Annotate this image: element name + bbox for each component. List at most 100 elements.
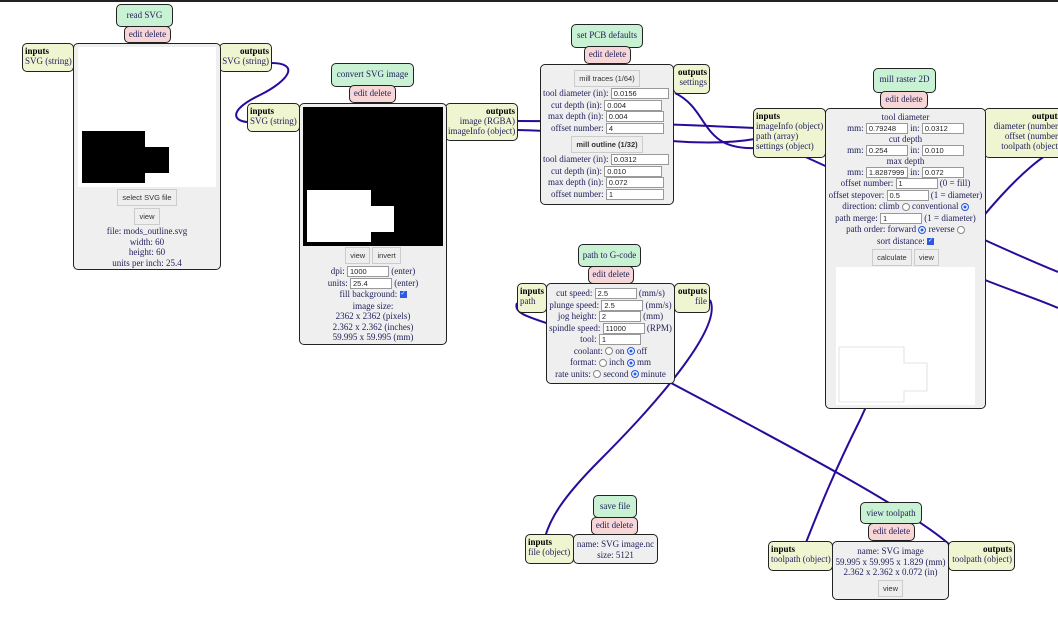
field-label: max depth (in): bbox=[548, 177, 604, 187]
module-title-read-svg[interactable]: read SVG bbox=[116, 4, 173, 27]
module-title-mill-raster[interactable]: mill raster 2D bbox=[873, 68, 936, 93]
calculate-button[interactable]: calculate bbox=[872, 249, 912, 266]
rate-units-label: rate units: bbox=[555, 368, 591, 379]
edit-delete-button[interactable]: edit delete bbox=[349, 85, 396, 103]
preview-shape bbox=[307, 190, 371, 242]
outline-tool-diameter-input[interactable]: 0.0312 bbox=[610, 154, 669, 166]
traces-cut-depth-input[interactable]: 0.004 bbox=[604, 99, 663, 111]
dpi-input[interactable]: 1000 bbox=[347, 266, 390, 278]
view-button[interactable]: view bbox=[134, 208, 160, 225]
module-title-gcode[interactable]: path to G-code bbox=[578, 244, 641, 267]
output-port[interactable]: offset (number) bbox=[1004, 131, 1058, 141]
tool-diameter-mm-input[interactable]: 0.79248 bbox=[865, 122, 908, 134]
view-button[interactable]: view bbox=[345, 247, 371, 264]
input-port[interactable]: path bbox=[520, 296, 536, 306]
select-svg-file-button[interactable]: select SVG file bbox=[117, 189, 177, 206]
rate-minute-radio[interactable] bbox=[630, 370, 639, 379]
edit-delete-button[interactable]: edit delete bbox=[591, 517, 638, 535]
outline-offset-number-input[interactable]: 1 bbox=[605, 188, 664, 200]
spindle-speed-input[interactable]: 11000 bbox=[602, 322, 645, 334]
outline-cut-depth-input[interactable]: 0.010 bbox=[604, 165, 663, 177]
module-title-save-file[interactable]: save file bbox=[593, 495, 637, 518]
forward-radio[interactable] bbox=[918, 225, 927, 234]
edit-delete-button[interactable]: edit delete bbox=[584, 46, 631, 64]
mill-raster-outputs[interactable]: outputsdiameter (number)offset (number)t… bbox=[984, 108, 1058, 158]
view-button[interactable]: view bbox=[913, 249, 939, 266]
coolant-on-radio[interactable] bbox=[605, 347, 614, 356]
module-title-pcb-defaults[interactable]: set PCB defaults bbox=[571, 24, 643, 48]
rate-second-radio[interactable] bbox=[593, 370, 602, 379]
offset-number-input[interactable]: 1 bbox=[895, 178, 938, 190]
coolant-off-radio[interactable] bbox=[626, 347, 635, 356]
direction-label: direction: climb bbox=[842, 201, 900, 211]
output-port[interactable]: imageInfo (object) bbox=[448, 126, 516, 136]
tool-diameter-in-input[interactable]: 0.0312 bbox=[921, 122, 964, 134]
offset-stepover-input[interactable]: 0.5 bbox=[886, 189, 929, 201]
invert-button[interactable]: invert bbox=[372, 247, 401, 264]
output-port[interactable]: toolpath (object) bbox=[952, 554, 1012, 564]
max-depth-mm-input[interactable]: 1.8287999 bbox=[865, 166, 908, 178]
max-depth-heading: max depth bbox=[886, 156, 925, 166]
cut-depth-mm-input[interactable]: 0.254 bbox=[865, 144, 908, 156]
output-port[interactable]: toolpath (object) bbox=[1001, 141, 1058, 151]
max-depth-in-input[interactable]: 0.072 bbox=[921, 166, 964, 178]
fill-background-checkbox[interactable]: ✓ bbox=[399, 291, 407, 299]
sort-distance-checkbox[interactable]: ✓ bbox=[927, 237, 934, 245]
input-port[interactable]: SVG (string) bbox=[250, 116, 297, 126]
cut-depth-in-input[interactable]: 0.010 bbox=[921, 144, 964, 156]
mill-outline-button[interactable]: mill outline (1/32) bbox=[571, 136, 643, 153]
input-port[interactable]: path (array) bbox=[756, 131, 799, 141]
edit-delete-button[interactable]: edit delete bbox=[868, 523, 915, 541]
output-port[interactable]: image (RGBA) bbox=[459, 116, 515, 126]
units-label: units: bbox=[327, 277, 348, 288]
path-order-label: path order: forward bbox=[846, 224, 917, 234]
jog-height-input[interactable]: 2 bbox=[598, 311, 641, 323]
image-preview bbox=[303, 107, 443, 246]
module-title-view-toolpath[interactable]: view toolpath bbox=[860, 502, 922, 524]
outline-max-depth-input[interactable]: 0.072 bbox=[605, 177, 664, 189]
edit-delete-button[interactable]: edit delete bbox=[588, 266, 634, 284]
edit-delete-button[interactable]: edit delete bbox=[124, 26, 171, 43]
mill-traces-button[interactable]: mill traces (1/64) bbox=[574, 70, 640, 87]
path-merge-input[interactable]: 1 bbox=[880, 212, 922, 224]
units-input[interactable]: 25.4 bbox=[350, 277, 393, 289]
edit-delete-button[interactable]: edit delete bbox=[880, 91, 928, 109]
input-port[interactable]: SVG (string) bbox=[25, 56, 72, 66]
output-port[interactable]: diameter (number) bbox=[993, 121, 1058, 131]
output-port[interactable]: file bbox=[695, 296, 707, 306]
traces-max-depth-input[interactable]: 0.004 bbox=[605, 111, 664, 123]
input-port[interactable]: imageInfo (object) bbox=[756, 121, 824, 131]
input-port[interactable]: settings (object) bbox=[756, 141, 814, 151]
cut-speed-input[interactable]: 2.5 bbox=[594, 288, 637, 300]
input-port[interactable]: file (object) bbox=[528, 547, 571, 557]
climb-radio[interactable] bbox=[901, 202, 910, 211]
output-port[interactable]: SVG (string) bbox=[222, 56, 269, 66]
units-enter: (enter) bbox=[394, 277, 419, 288]
view-button[interactable]: view bbox=[877, 579, 903, 597]
conventional-radio[interactable] bbox=[960, 202, 969, 211]
tool-input[interactable]: 1 bbox=[598, 334, 641, 346]
image-size-label: image size: bbox=[352, 300, 394, 311]
reverse-radio[interactable] bbox=[956, 225, 965, 234]
field-label: tool diameter (in): bbox=[543, 88, 609, 98]
format-mm-radio[interactable] bbox=[626, 358, 635, 367]
traces-tool-diameter-input[interactable]: 0.0156 bbox=[610, 88, 669, 100]
inputs-label: inputs bbox=[25, 46, 50, 56]
output-port[interactable]: settings bbox=[679, 77, 707, 87]
traces-offset-number-input[interactable]: 4 bbox=[605, 122, 664, 134]
format-inch-radio[interactable] bbox=[598, 358, 607, 367]
plunge-speed-input[interactable]: 2.5 bbox=[601, 299, 644, 311]
module-title-convert-svg[interactable]: convert SVG image bbox=[331, 63, 414, 87]
input-port[interactable]: toolpath (object) bbox=[771, 554, 831, 564]
